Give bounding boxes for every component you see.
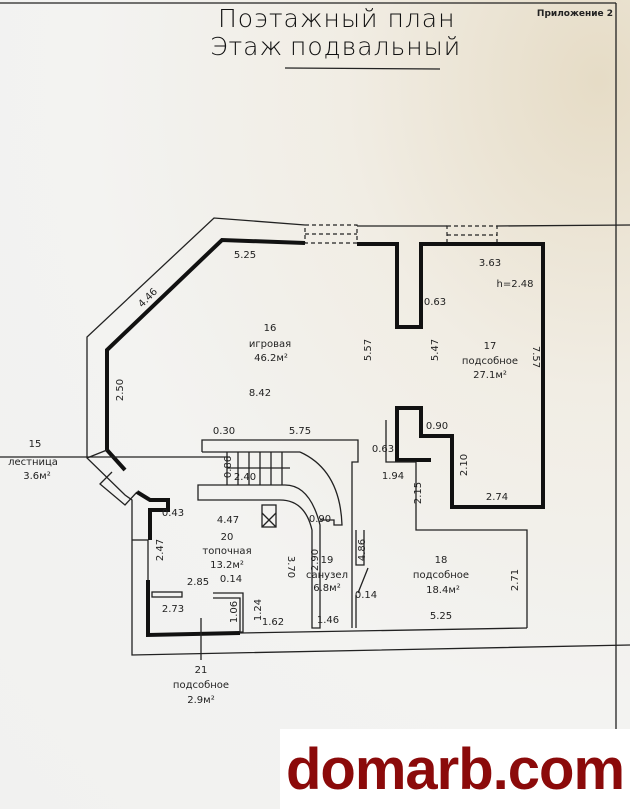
dimension: 2.85 <box>187 577 209 588</box>
dimension: 4.47 <box>217 515 239 526</box>
dimension: 0.14 <box>220 574 242 585</box>
dimension: 0.63 <box>372 444 394 455</box>
dimension: 0.14 <box>355 590 377 601</box>
floor-label-prefix: Этаж <box>210 32 283 61</box>
room-21-name: подсобное <box>173 680 229 691</box>
walls <box>0 217 630 660</box>
room-19-area: 6.8м² <box>313 583 340 594</box>
dimension: 0.90 <box>426 421 448 432</box>
room20-wall <box>135 490 170 540</box>
room-20-number: 20 <box>221 532 234 543</box>
dimension: 3.70 <box>285 556 296 578</box>
floor-label: подвальный <box>290 32 461 61</box>
dimension: 0.30 <box>213 426 235 437</box>
stair-steps <box>226 452 290 485</box>
room21-wall <box>146 580 241 638</box>
room-15-name: лестница <box>8 457 58 468</box>
dimension: 2.40 <box>234 472 256 483</box>
room-19-number: 19 <box>321 555 334 566</box>
ceiling-height: h=2.48 <box>497 279 534 290</box>
room21-partition <box>213 592 244 633</box>
room-20-name: топочная <box>202 546 251 557</box>
outer-wall-line <box>86 217 630 656</box>
door-swing <box>357 567 369 594</box>
dimension: 2.47 <box>155 539 166 561</box>
room-19-name: санузел <box>306 570 348 581</box>
room17-wall <box>357 242 545 509</box>
dimension: 8.42 <box>249 388 271 399</box>
dimension: 5.25 <box>430 611 452 622</box>
room-15-area: 3.6м² <box>23 471 50 482</box>
title-underline <box>284 67 441 70</box>
dimension: 5.47 <box>430 339 441 361</box>
room-16-name: игровая <box>249 339 291 350</box>
dimension: 2.90 <box>310 549 321 571</box>
dimension: 0.90 <box>309 514 331 525</box>
dimension: 0.63 <box>424 297 446 308</box>
dimension: 2.71 <box>510 569 521 591</box>
plan-title: Поэтажный план <box>218 4 455 33</box>
stair-arc <box>299 451 343 526</box>
watermark: domarb.com <box>280 729 630 809</box>
chimney-icon <box>261 504 277 528</box>
dimension: 5.25 <box>234 250 256 261</box>
watermark-text: domarb.com <box>285 736 625 802</box>
room-17-area: 27.1м² <box>473 370 507 381</box>
stair-window <box>99 471 138 506</box>
room-15-number: 15 <box>29 439 42 450</box>
room-18-name: подсобное <box>413 570 469 581</box>
room21-partition <box>151 591 183 598</box>
dimension: 2.74 <box>486 492 508 503</box>
dimension: 2.73 <box>162 604 184 615</box>
chimney-cross <box>261 512 277 528</box>
dimension: 1.62 <box>262 617 284 628</box>
stair-inner-wall <box>197 484 321 629</box>
dimension: 0.86 <box>223 456 234 478</box>
wall-line <box>239 627 528 634</box>
room19-partition <box>355 530 365 566</box>
dimension: 1.46 <box>317 615 339 626</box>
room-16-area: 46.2м² <box>254 353 288 364</box>
dimension: 3.63 <box>479 258 501 269</box>
room-20-area: 13.2м² <box>210 560 244 571</box>
dimension: 4.86 <box>357 539 368 561</box>
dimension-labels: 5.25 3.63 0.63 5.57 5.47 7.57 8.42 2.50 … <box>115 250 541 628</box>
appendix-label: Приложение 2 <box>537 9 613 19</box>
dimension: 0.43 <box>162 508 184 519</box>
dimension: 5.75 <box>289 426 311 437</box>
outer-wall-top-right <box>496 224 630 227</box>
dimension: 1.94 <box>382 471 404 482</box>
dimension: 4.46 <box>136 286 160 310</box>
room-21-area: 2.9м² <box>187 695 214 706</box>
room-16-number: 16 <box>264 323 277 334</box>
dimension: 2.50 <box>115 379 126 401</box>
room-21-number: 21 <box>195 665 208 676</box>
room-17-number: 17 <box>484 341 497 352</box>
dimension: 2.10 <box>459 454 470 476</box>
stair-wall <box>201 439 359 628</box>
room-17-name: подсобное <box>462 356 518 367</box>
dimension: 7.57 <box>530 346 541 368</box>
room-18-number: 18 <box>435 555 448 566</box>
room-labels: 15 лестница 3.6м² 16 игровая 46.2м² 17 п… <box>8 279 533 706</box>
dimension: 2.15 <box>413 482 424 504</box>
dimension: 1.06 <box>229 601 240 623</box>
dimension: 1.24 <box>253 599 264 621</box>
dimension: 5.57 <box>363 339 374 361</box>
room18-wall <box>385 420 528 628</box>
room-18-area: 18.4м² <box>426 585 460 596</box>
